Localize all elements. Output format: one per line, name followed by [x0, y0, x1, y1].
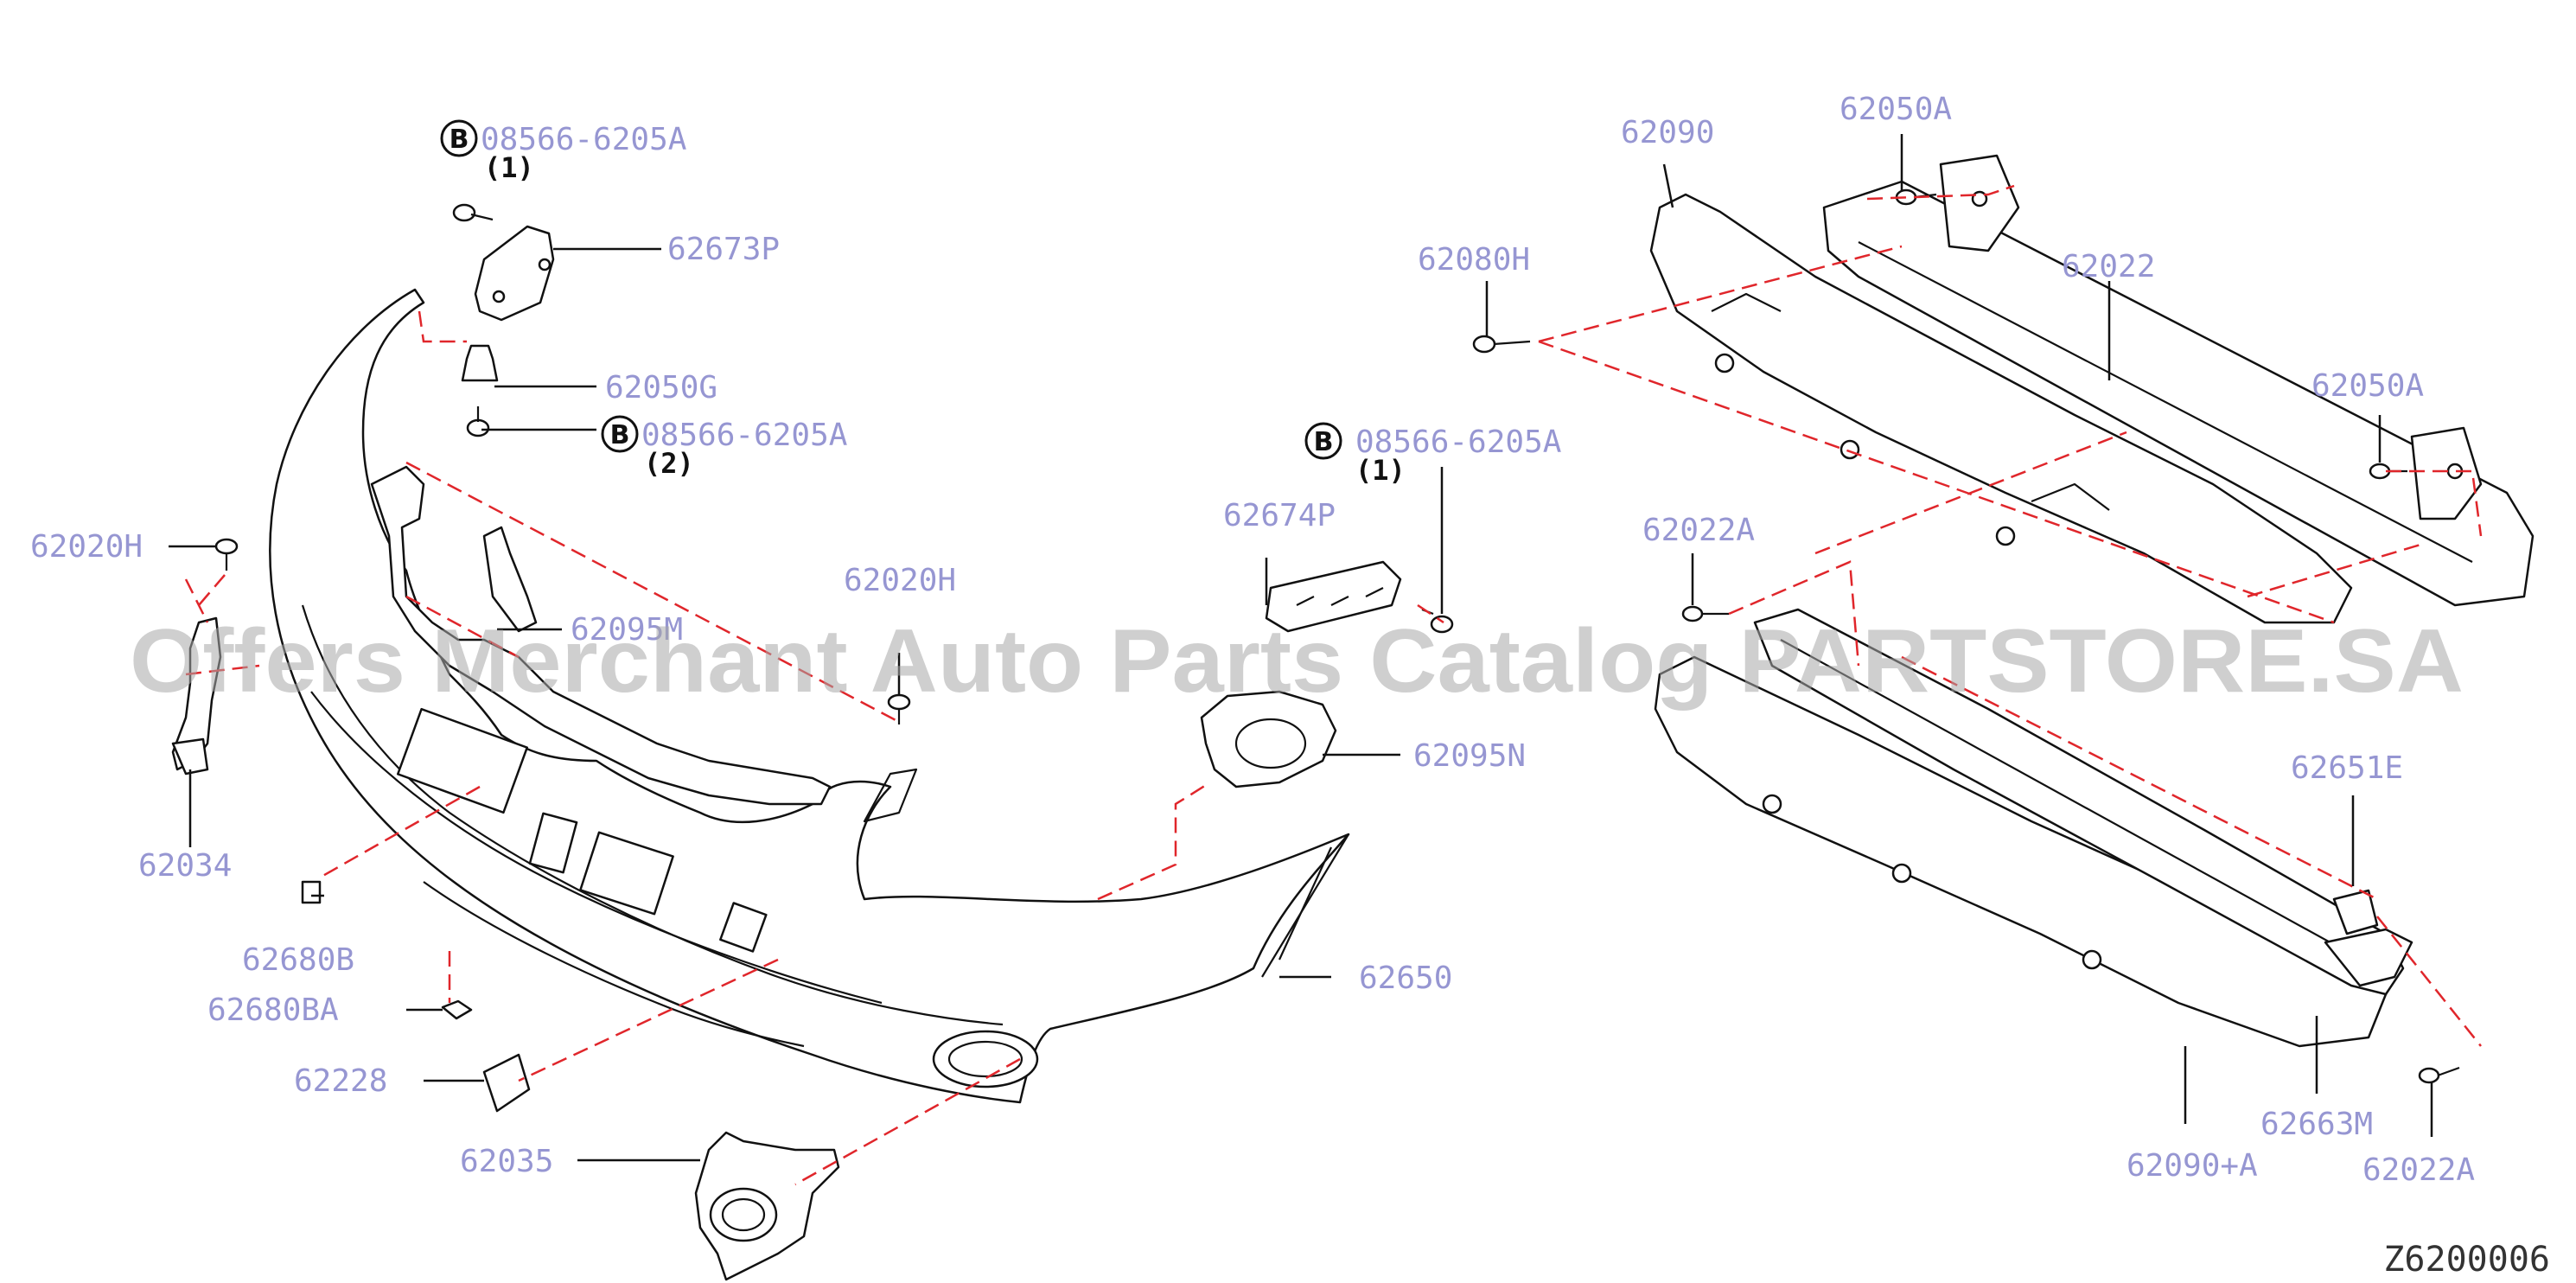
reinforcement-62022	[1822, 154, 2535, 607]
label-62020H-mid[interactable]: 62020H	[844, 563, 956, 598]
label-62020H-left[interactable]: 62020H	[30, 529, 143, 565]
bolt-62080H	[1472, 335, 1531, 354]
bracket-62095N	[1200, 690, 1337, 788]
label-62050A-right[interactable]: 62050A	[2311, 368, 2424, 404]
bolt-badge-right: B	[1304, 422, 1342, 460]
bracket-62034	[171, 616, 222, 776]
label-62228[interactable]: 62228	[294, 1063, 387, 1099]
label-62090[interactable]: 62090	[1621, 115, 1714, 150]
label-62034[interactable]: 62034	[138, 848, 232, 884]
bolt-62022A-top	[1681, 605, 1729, 622]
label-62090A[interactable]: 62090+A	[2126, 1148, 2258, 1184]
part-labels: 08566-6205A (1) 62673P 62050G 08566-6205…	[30, 92, 2475, 1188]
clip-62020H-left	[214, 538, 239, 571]
label-62095M[interactable]: 62095M	[571, 612, 683, 648]
bolt-08566-mid	[466, 406, 490, 437]
diagram-code: Z6200006	[2383, 1240, 2550, 1280]
fog-lamp-bracket-62035	[694, 1131, 840, 1281]
crossmember-62663M	[1753, 608, 2413, 996]
label-62022A-bottom[interactable]: 62022A	[2362, 1152, 2475, 1188]
label-62050A-top[interactable]: 62050A	[1840, 92, 1952, 127]
label-08566-mid[interactable]: 08566-6205A	[641, 418, 848, 453]
label-62080H[interactable]: 62080H	[1418, 242, 1530, 278]
label-62022A-top[interactable]: 62022A	[1642, 513, 1755, 548]
label-62035[interactable]: 62035	[460, 1144, 553, 1179]
label-08566-right[interactable]: 08566-6205A	[1355, 424, 1562, 460]
qty-right: (1)	[1355, 454, 1406, 487]
label-62674P[interactable]: 62674P	[1223, 498, 1336, 533]
qty-mid: (2)	[644, 447, 694, 480]
bracket-62674P	[1265, 560, 1402, 633]
svg-text:B: B	[450, 124, 469, 155]
label-62663M[interactable]: 62663M	[2260, 1107, 2373, 1142]
clip-62050G	[461, 344, 499, 382]
label-08566-top[interactable]: 08566-6205A	[481, 122, 687, 157]
svg-text:B: B	[1314, 427, 1334, 457]
cover-62228	[482, 1053, 531, 1113]
clip-62020H-mid	[887, 693, 911, 724]
label-62680B[interactable]: 62680B	[242, 942, 354, 978]
label-62651E[interactable]: 62651E	[2291, 750, 2403, 786]
label-62050G[interactable]: 62050G	[605, 370, 717, 405]
bracket-62673P	[474, 225, 555, 322]
bolt-badge-top: B	[440, 119, 478, 157]
front-bumper-fascia	[269, 288, 1350, 1104]
svg-text:B: B	[610, 420, 630, 450]
bolt-badge-mid: B	[601, 415, 639, 453]
assembly-lines	[184, 184, 2483, 1186]
qty-top: (1)	[484, 151, 534, 184]
leader-lines	[169, 134, 2433, 1162]
bracket-62651E	[2332, 889, 2379, 935]
nut-62680B	[301, 880, 322, 904]
bolt-08566-top	[452, 203, 494, 222]
label-62680BA[interactable]: 62680BA	[207, 993, 339, 1028]
label-62095N[interactable]: 62095N	[1413, 738, 1526, 774]
bolt-62022A-bottom	[2418, 1066, 2460, 1084]
lower-absorber-62090A	[1654, 655, 2388, 1048]
label-62673P[interactable]: 62673P	[667, 232, 780, 267]
label-62650[interactable]: 62650	[1359, 961, 1452, 996]
bracket-62095M	[370, 465, 832, 806]
label-62022[interactable]: 62022	[2062, 249, 2155, 284]
watermark: Offers Merchant Auto Parts Catalog PARTS…	[130, 611, 2464, 712]
nut-62680BA	[441, 999, 473, 1020]
energy-absorber-62090	[1649, 193, 2353, 624]
